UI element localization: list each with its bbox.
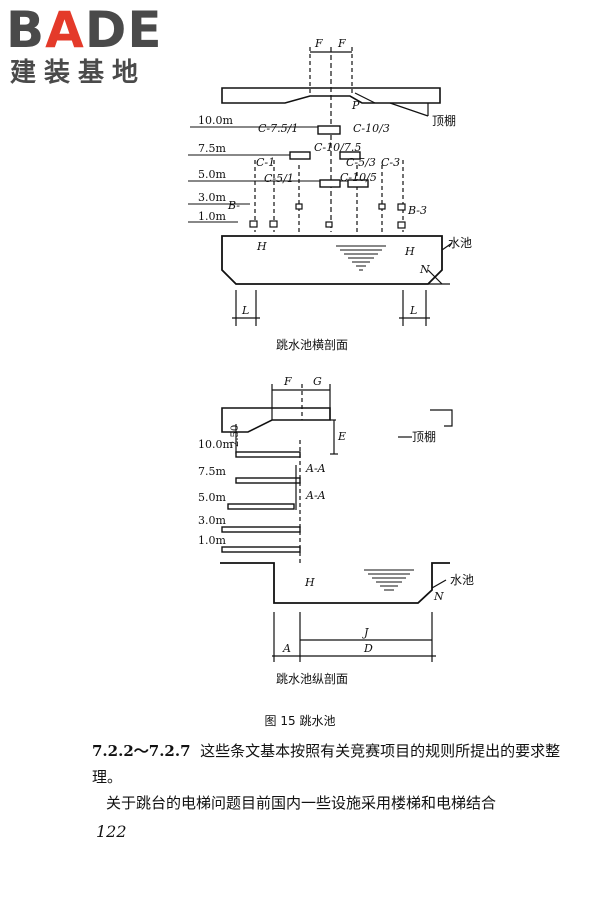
fig1-dim-l-left: L xyxy=(241,304,249,317)
fig1-label-h-left: H xyxy=(256,240,267,253)
fig2-label-a-a-upper: A-A xyxy=(305,462,326,475)
fig2-dim-a: A xyxy=(282,642,291,655)
fig1-label-c3: C-3 xyxy=(381,156,400,169)
fig1-label-c10-5: C-10/5 xyxy=(340,171,377,184)
brand-logo: BADE 建装基地 xyxy=(6,2,176,92)
fig1-caption: 跳水池横剖面 xyxy=(276,338,349,352)
fig1-label-b3: B-3 xyxy=(407,204,427,217)
fig1-label-c1: C-1 xyxy=(256,156,275,169)
fig1-label-b: B- xyxy=(227,199,240,212)
fig2-dim-g: G xyxy=(313,375,322,388)
logo-subtitle: 建装基地 xyxy=(10,58,147,88)
fig1-label-p: P xyxy=(351,99,360,112)
fig1-pool-label: 水池 xyxy=(448,236,472,250)
fig1-label-c5-3: C-5/3 xyxy=(346,156,376,169)
fig1-ceiling-label: 顶棚 xyxy=(432,113,456,128)
page-number: 122 xyxy=(96,822,127,841)
logo-letters-de: DE xyxy=(84,1,163,59)
logo-letter-b: B xyxy=(6,1,46,59)
fig2-dim-f: F xyxy=(283,375,292,388)
paragraph-7-2-2: 7.2.2～7.2.7 这些条文基本按照有关竞赛项目的规则所提出的要求整理。 xyxy=(92,738,572,790)
fig2-label-n: N xyxy=(433,590,444,603)
paragraph-elevator: 关于跳台的电梯问题目前国内一些设施采用楼梯和电梯结合 xyxy=(106,794,497,812)
fig2-level-1m: 1.0m xyxy=(198,534,226,547)
fig2-ceiling-label: 顶棚 xyxy=(412,429,436,444)
fig1-level-7-5m: 7.5m xyxy=(198,142,226,155)
fig2-dim-2-50: 2.50 xyxy=(230,425,241,447)
logo-letter-a: A xyxy=(45,1,85,59)
fig1-label-c7-5-1: C-7.5/1 xyxy=(258,122,298,135)
fig2-caption: 跳水池纵剖面 xyxy=(276,672,349,686)
longitudinal-section-drawing xyxy=(220,384,453,662)
fig2-dim-d: D xyxy=(363,642,373,655)
fig1-dim-f-left: F xyxy=(314,37,323,50)
fig2-level-7-5m: 7.5m xyxy=(198,465,226,478)
fig1-dim-f-right: F xyxy=(337,37,346,50)
paragraph-7-2-2-text: 这些条文基本按照有关竞赛项目的规则所提出的要求整理。 xyxy=(92,742,561,786)
fig1-label-n: N xyxy=(419,263,430,276)
fig1-dim-l-right: L xyxy=(409,304,417,317)
cross-section-drawing xyxy=(188,47,453,326)
fig2-level-3m: 3.0m xyxy=(198,514,226,527)
fig2-level-5m: 5.0m xyxy=(198,491,226,504)
fig1-level-10m: 10.0m xyxy=(198,114,233,127)
paragraph-7-2-2-number: 7.2.2～7.2.7 xyxy=(92,742,191,760)
fig1-level-5m: 5.0m xyxy=(198,168,226,181)
fig2-label-a-a-lower: A-A xyxy=(305,489,326,502)
logo-wordmark: BADE xyxy=(6,2,163,58)
fig2-label-h: H xyxy=(304,576,315,589)
figure-title: 图 15 跳水池 xyxy=(264,714,336,728)
fig1-level-1m: 1.0m xyxy=(198,210,226,223)
fig2-dim-j: J xyxy=(362,626,369,639)
fig1-level-3m: 3.0m xyxy=(198,191,226,204)
fig2-pool-label: 水池 xyxy=(450,573,474,587)
fig2-dim-e: E xyxy=(337,430,346,443)
fig1-label-c10-7-5: C-10/7.5 xyxy=(314,141,361,154)
fig2-level-10m: 10.0m xyxy=(198,438,233,451)
fig1-label-h-right: H xyxy=(404,245,415,258)
fig1-label-c5-1: C-5/1 xyxy=(264,172,294,185)
fig1-label-c10-3: C-10/3 xyxy=(353,122,390,135)
